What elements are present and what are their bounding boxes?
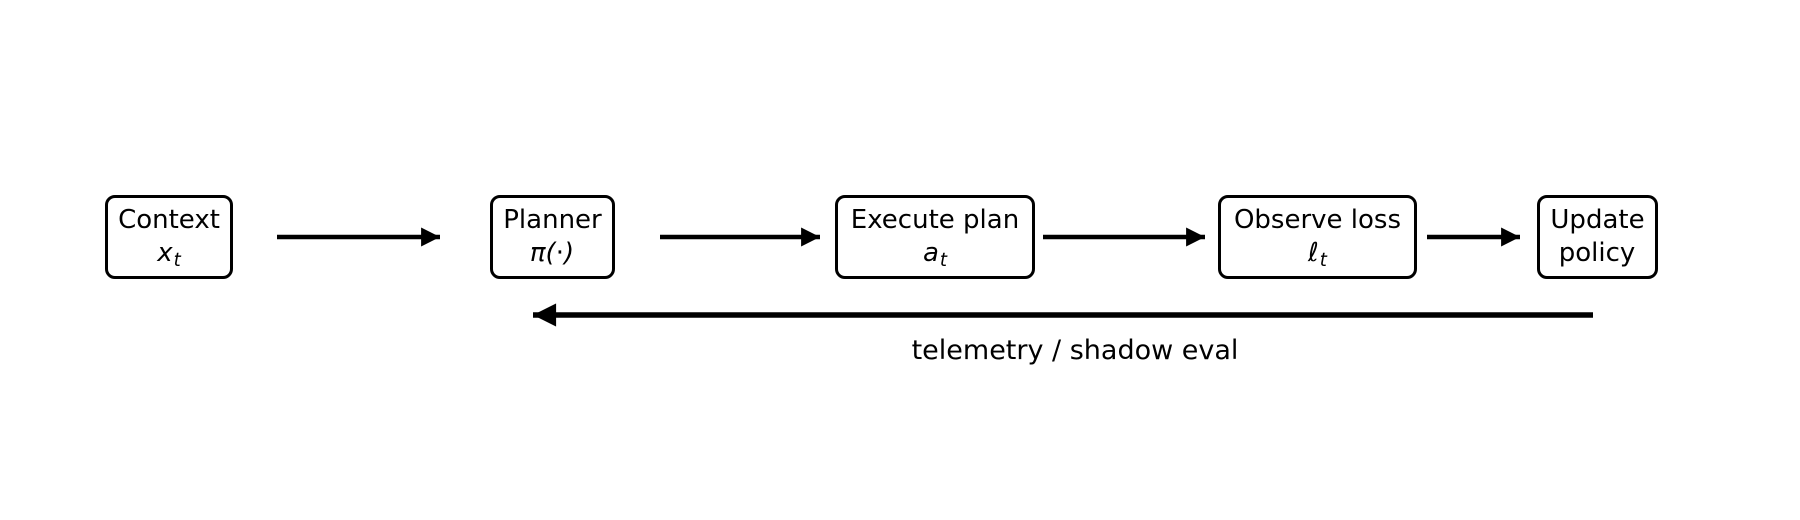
node-planner-symbol: π(⋅) [530, 237, 575, 270]
node-execute-plan-symbol: at [922, 237, 948, 272]
math-subscript: t [173, 250, 181, 272]
node-context: Context xt [105, 195, 233, 279]
node-observe-loss: Observe loss ℓt [1218, 195, 1417, 279]
node-update-policy: Update policy [1537, 195, 1658, 279]
node-execute-plan-label: Execute plan [850, 204, 1020, 235]
node-observe-loss-label: Observe loss [1233, 204, 1402, 235]
node-context-label: Context [118, 204, 220, 235]
node-update-policy-label-line2: policy [1559, 237, 1637, 270]
math-subscript: t [939, 250, 948, 272]
math-subscript: t [1319, 250, 1327, 272]
node-update-policy-label-line1: Update [1550, 204, 1645, 235]
label-line2-text: policy [1558, 238, 1636, 268]
node-observe-loss-symbol: ℓt [1308, 237, 1327, 272]
math-base: ℓ [1308, 238, 1319, 268]
math-base: π(⋅) [529, 238, 575, 268]
node-planner: Planner π(⋅) [490, 195, 615, 279]
math-base: x [157, 238, 173, 268]
node-context-symbol: xt [157, 237, 181, 272]
node-execute-plan: Execute plan at [835, 195, 1035, 279]
feedback-label: telemetry / shadow eval [911, 335, 1239, 366]
math-base: a [922, 238, 939, 268]
node-planner-label: Planner [503, 204, 602, 235]
